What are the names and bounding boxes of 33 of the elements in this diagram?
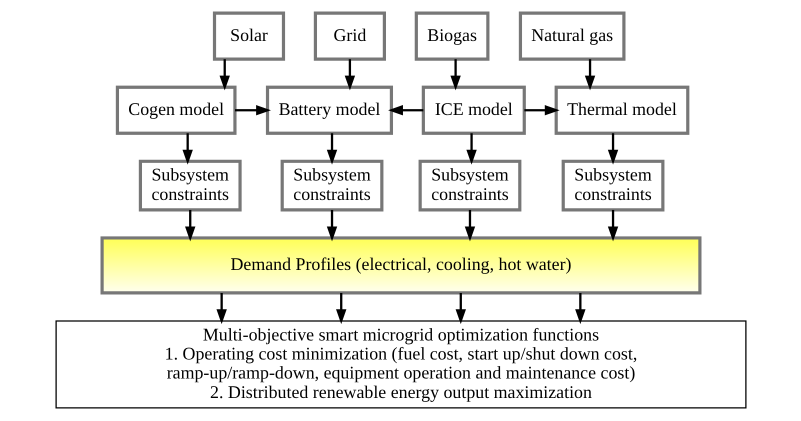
arrow bbox=[182, 133, 192, 165]
node-box: Subsystem constraints bbox=[138, 160, 242, 212]
arrow bbox=[336, 293, 346, 324]
node-box: Subsystem constraints bbox=[280, 160, 383, 212]
node-box: Natural gas bbox=[518, 12, 625, 61]
arrow bbox=[234, 105, 270, 116]
node-box: Multi-objective smart microgrid optimization functions 1. Operating cost minimization (fuel cost, start up/shut down cost, ramp-up/ramp-down, equipment operation and maintenance cost) 2. Distributed renewable energy output maximization bbox=[54, 320, 746, 408]
node-box: Solar bbox=[212, 12, 285, 61]
arrow bbox=[607, 133, 618, 165]
arrow bbox=[607, 210, 618, 242]
node-box: Cogen model bbox=[115, 86, 236, 135]
arrow bbox=[326, 210, 337, 242]
arrow bbox=[344, 59, 355, 90]
arrow bbox=[326, 133, 337, 165]
node-box: ICE model bbox=[421, 86, 526, 135]
node-box: Thermal model bbox=[554, 86, 689, 135]
arrow bbox=[450, 59, 460, 90]
arrow bbox=[184, 210, 195, 242]
node-box: Battery model bbox=[265, 86, 393, 135]
node-box: Subsystem constraints bbox=[561, 160, 664, 212]
arrow bbox=[524, 105, 560, 116]
arrow bbox=[584, 59, 595, 90]
node-box: Subsystem constraints bbox=[418, 160, 521, 212]
arrow bbox=[466, 133, 476, 165]
node-box: Demand Profiles (electrical, cooling, hot water) bbox=[100, 236, 701, 294]
arrow bbox=[388, 105, 423, 116]
arrow bbox=[219, 59, 230, 90]
node-box: Biogas bbox=[414, 12, 489, 61]
arrow bbox=[574, 293, 586, 324]
arrow bbox=[216, 293, 226, 324]
arrow bbox=[464, 210, 475, 242]
arrow bbox=[455, 293, 466, 324]
node-box: Grid bbox=[313, 12, 386, 61]
